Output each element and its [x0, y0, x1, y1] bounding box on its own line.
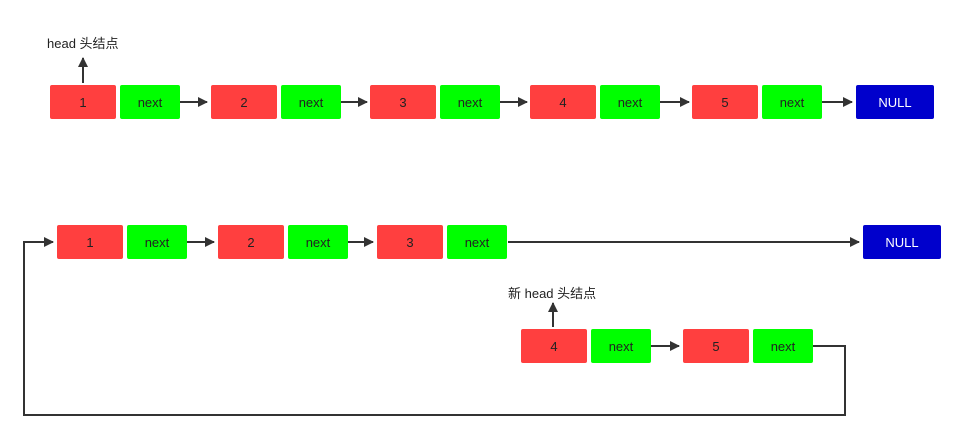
bottom-node-2-next: next: [288, 225, 348, 259]
bottom-node-3-value: 3: [377, 225, 443, 259]
bottom-node-1-next: next: [127, 225, 187, 259]
bottom-node-4-value: 4: [521, 329, 587, 363]
bottom-node-5-value: 5: [683, 329, 749, 363]
top-node-2-next: next: [281, 85, 341, 119]
top-node-4-value: 4: [530, 85, 596, 119]
bottom-null-node: NULL: [863, 225, 941, 259]
loop-back-arrow: [23, 237, 846, 416]
top-null-node: NULL: [856, 85, 934, 119]
top-node-3-value: 3: [370, 85, 436, 119]
bottom-node-2-value: 2: [218, 225, 284, 259]
top-node-5-next: next: [762, 85, 822, 119]
top-node-1-next: next: [120, 85, 180, 119]
new-head-label: 新 head 头结点: [508, 286, 597, 301]
bottom-node-1-value: 1: [57, 225, 123, 259]
bottom-node-4-next: next: [591, 329, 651, 363]
top-node-2-value: 2: [211, 85, 277, 119]
bottom-node-5-next: next: [753, 329, 813, 363]
head-label: head 头结点: [47, 36, 119, 51]
bottom-node-3-next: next: [447, 225, 507, 259]
top-node-5-value: 5: [692, 85, 758, 119]
top-node-1-value: 1: [50, 85, 116, 119]
top-node-3-next: next: [440, 85, 500, 119]
top-node-4-next: next: [600, 85, 660, 119]
